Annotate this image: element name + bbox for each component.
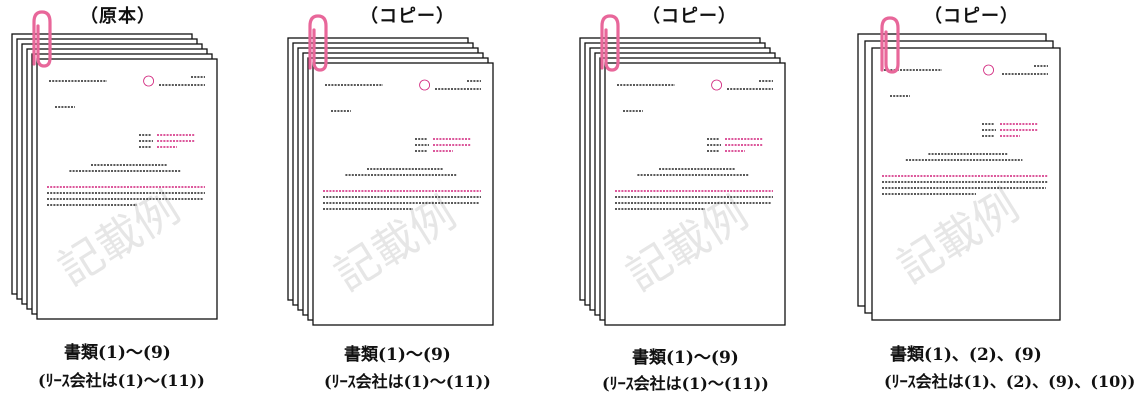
lease-company-note: (ﾘｰｽ会社は(1)～(11)) bbox=[38, 371, 205, 390]
document-stack: 記載例 bbox=[0, 0, 260, 330]
document-preview: 記載例 bbox=[604, 62, 786, 326]
document-range-caption: 書類(1)～(9) bbox=[64, 343, 171, 363]
lease-company-note: (ﾘｰｽ会社は(1)、(2)、(9)、(10)) bbox=[884, 372, 1136, 391]
paper-clip-icon bbox=[880, 16, 900, 74]
document-set-copy-2: 記載例 （コピー） 書類(1)～(9) (ﾘｰｽ会社は(1)～(11)) bbox=[558, 0, 818, 393]
set-heading: （コピー） bbox=[642, 6, 737, 27]
document-stack: 記載例 bbox=[558, 0, 818, 330]
document-set-copy-1: 記載例 （コピー） 書類(1)～(9) (ﾘｰｽ会社は(1)～(11)) bbox=[278, 0, 538, 392]
set-heading: （コピー） bbox=[360, 6, 455, 27]
document-preview: 記載例 bbox=[312, 62, 494, 326]
paper-clip-icon bbox=[32, 10, 52, 68]
lease-company-note: (ﾘｰｽ会社は(1)～(11)) bbox=[324, 372, 491, 391]
paper-stack-drawing: 記載例 bbox=[857, 16, 1061, 321]
paper-stack-drawing: 記載例 bbox=[287, 14, 494, 326]
set-heading: （原本） bbox=[80, 6, 156, 27]
document-preview: 記載例 bbox=[36, 58, 218, 320]
paper-clip-icon bbox=[308, 14, 328, 72]
document-preview: 記載例 bbox=[871, 47, 1061, 321]
document-range-caption: 書類(1)、(2)、(9) bbox=[890, 345, 1042, 365]
paper-stack-drawing: 記載例 bbox=[579, 14, 786, 326]
document-set-copy-3: 記載例 （コピー） 書類(1)、(2)、(9) (ﾘｰｽ会社は(1)、(2)、(… bbox=[846, 0, 1146, 392]
document-stack: 記載例 bbox=[846, 0, 1106, 330]
paper-stack-drawing: 記載例 bbox=[11, 10, 218, 320]
lease-company-note: (ﾘｰｽ会社は(1)～(11)) bbox=[602, 374, 769, 393]
document-range-caption: 書類(1)～(9) bbox=[632, 348, 739, 368]
document-range-caption: 書類(1)～(9) bbox=[344, 345, 451, 365]
document-set-original: 記載例 （原本） 書類(1)～(9) (ﾘｰｽ会社は(1)～(11)) bbox=[0, 0, 260, 392]
paper-clip-icon bbox=[600, 14, 620, 72]
set-heading: （コピー） bbox=[924, 6, 1019, 27]
document-stack: 記載例 bbox=[278, 0, 538, 330]
